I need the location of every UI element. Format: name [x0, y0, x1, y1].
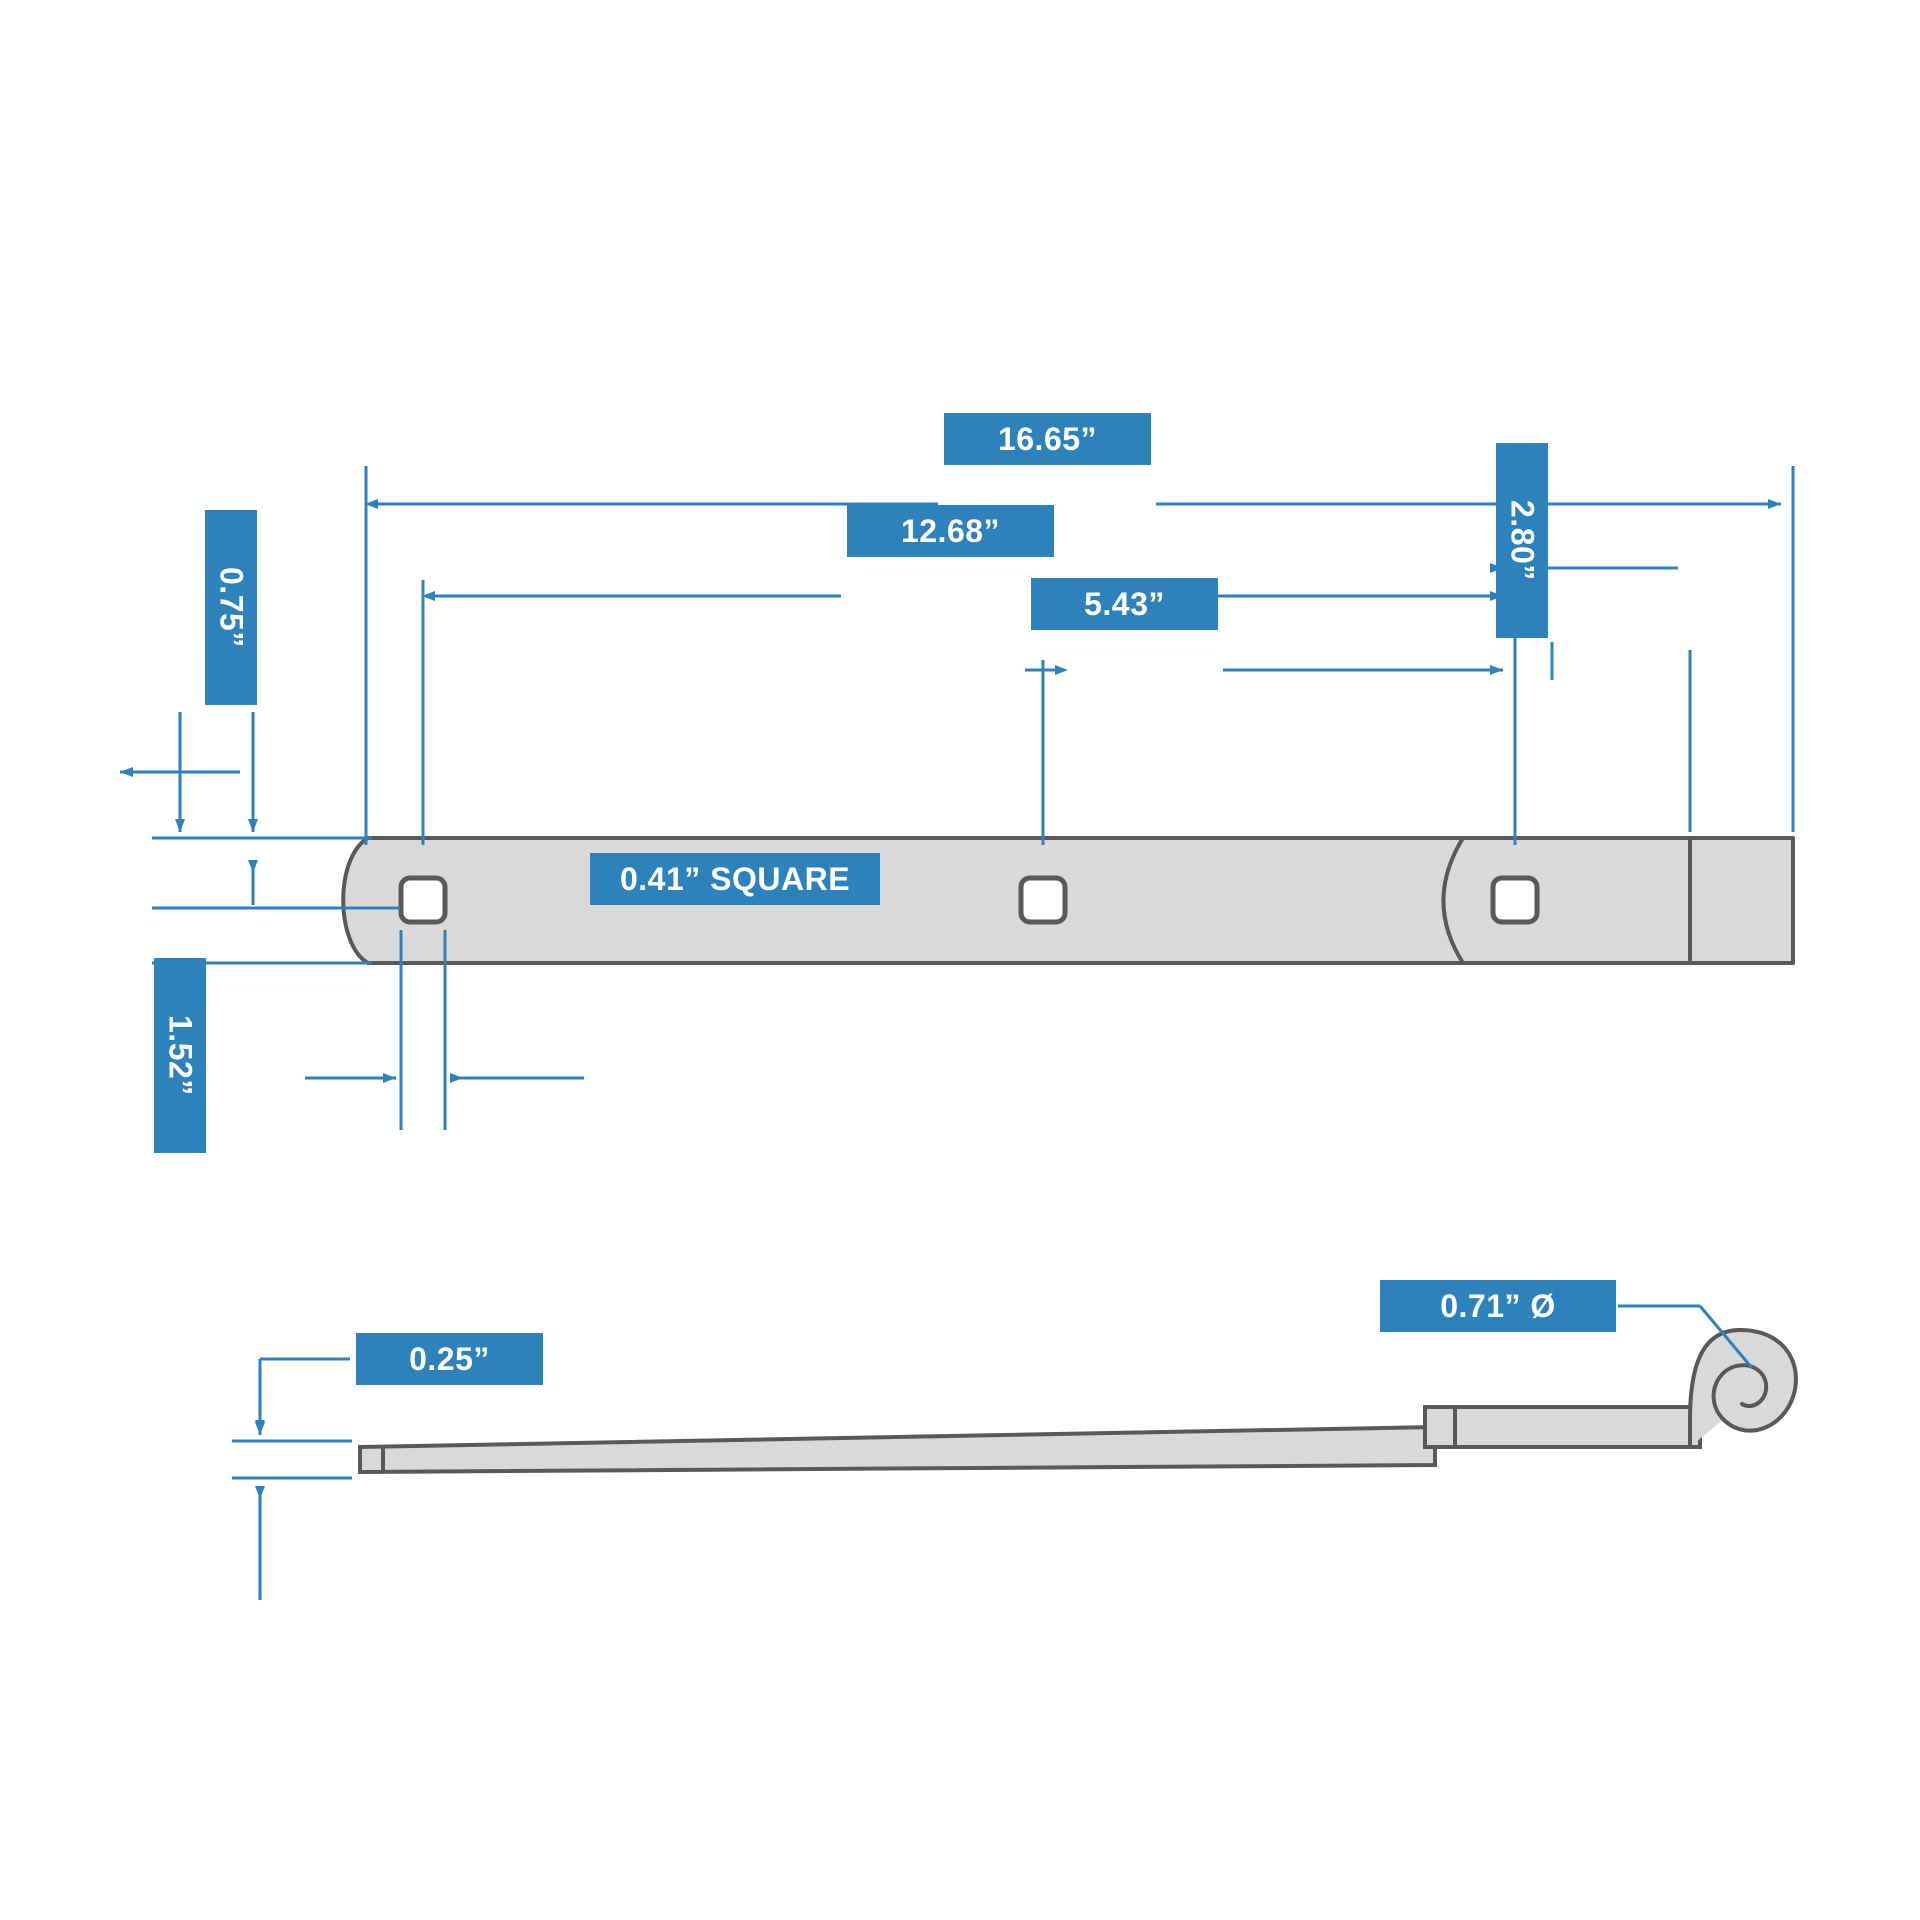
dimension-label-overall-length: 16.65”	[944, 413, 1151, 465]
dimension-label-hole-size: 0.41” SQUARE	[590, 853, 880, 905]
side-view-barrel-curl	[1688, 1328, 1798, 1449]
square-hole-3	[1490, 875, 1540, 925]
square-hole-1	[398, 875, 448, 925]
dimension-label-strap-width: 1.52”	[154, 958, 206, 1153]
top-view-dimension-lines	[120, 499, 1781, 1083]
dimension-label-barrel-diameter: 0.71” Ø	[1380, 1280, 1616, 1332]
side-view-dimension-lines	[232, 1304, 1754, 1600]
dimension-label-material-thickness: 0.25”	[356, 1333, 543, 1385]
dimension-label-hole-span-inner: 5.43”	[1031, 578, 1218, 630]
side-view-bar	[358, 1424, 1437, 1475]
side-view-shoulder	[1423, 1405, 1702, 1449]
square-hole-2	[1018, 875, 1068, 925]
knuckle-arc-line	[1441, 836, 1465, 965]
dimension-label-end-to-first-hole: 0.75”	[205, 510, 257, 705]
top-view-part	[341, 836, 1795, 965]
strap-outline	[341, 836, 1795, 965]
dimension-label-right-end-offset: 2.80”	[1496, 443, 1548, 638]
dimension-label-hole-span-outer: 12.68”	[847, 505, 1054, 557]
side-view-part	[358, 1328, 1798, 1475]
